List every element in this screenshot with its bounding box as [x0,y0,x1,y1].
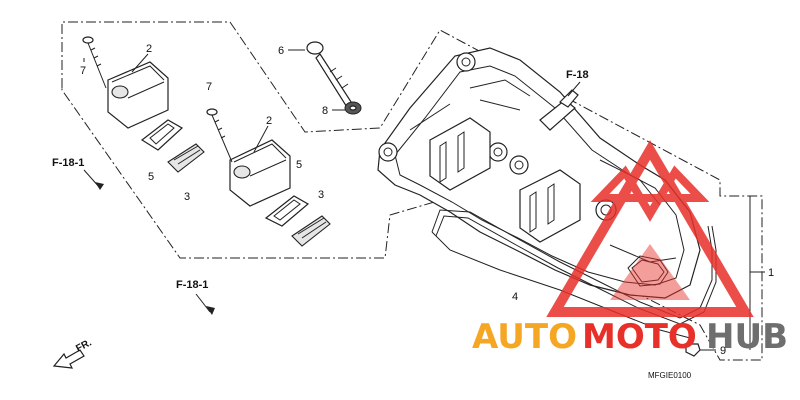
callout-7b: 7 [206,81,212,93]
diagram-code: MFGIE0100 [648,371,692,380]
callout-5b: 5 [296,159,302,171]
special-bolt [306,41,356,113]
watermark-logo [546,140,754,317]
ref-label-f18-1-lower: F-18-1 [176,279,208,291]
callout-2b: 2 [266,115,272,127]
watermark-auto: AUTO [472,317,577,357]
seal-upper [140,119,184,151]
ref-label-f18: F-18 [566,69,589,81]
cylinder-head-cover [377,47,701,299]
watermark-hub: HUB [706,317,788,357]
sealing-washer [344,101,362,115]
leader-2a [131,53,149,73]
callout-4: 4 [512,291,518,303]
watermark-moto: MOTO [582,317,697,357]
callout-9: 9 [720,345,726,357]
connector-upper [167,143,205,173]
ignition-coil-lower [229,139,291,207]
washer [685,343,701,357]
ref-arrow-f18 [567,81,581,97]
callout-5a: 5 [148,171,154,183]
front-arrow [52,349,85,369]
front-arrow-label: FR. [74,337,94,354]
leader-2b [253,125,269,153]
ref-arrow-upper-head [95,182,104,190]
connector-lower [291,215,331,247]
seal-lower [264,195,310,227]
plug-hole-seal [627,255,669,287]
callout-3b: 3 [318,189,324,201]
ref-arrow-lower [195,293,211,313]
callout-2a: 2 [146,43,152,55]
callout-3a: 3 [184,191,190,203]
head-cover-gasket [431,209,717,339]
callout-1: 1 [768,267,774,279]
ref-label-f18-1-upper: F-18-1 [52,157,84,169]
assembly-boundary [61,21,763,361]
bolt-lower [206,108,233,163]
callout-8: 8 [322,105,328,117]
ignition-coil-upper [107,61,169,129]
bolt-upper [82,36,107,89]
ref-arrow-lower-head [206,306,215,315]
callout-6: 6 [278,45,284,57]
callout-7a: 7 [80,65,86,77]
